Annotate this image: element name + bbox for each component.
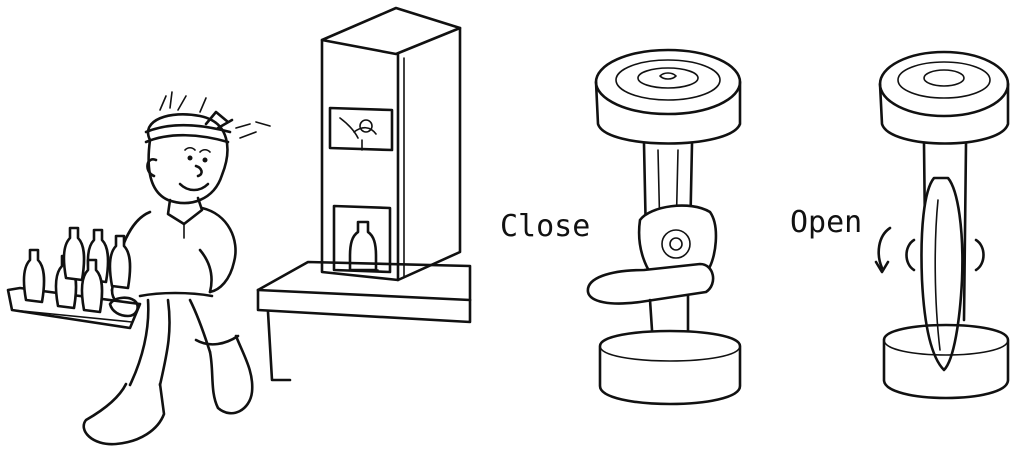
valve-closed-icon — [586, 48, 742, 406]
person-carrying-tray-icon — [6, 91, 271, 446]
valve-open-icon — [878, 50, 1010, 400]
rotation-arrow-icon — [874, 226, 892, 274]
bottles — [22, 226, 132, 314]
open-label: Open — [790, 205, 863, 240]
close-label: Close — [500, 209, 591, 244]
capping-machine-icon — [256, 6, 472, 382]
